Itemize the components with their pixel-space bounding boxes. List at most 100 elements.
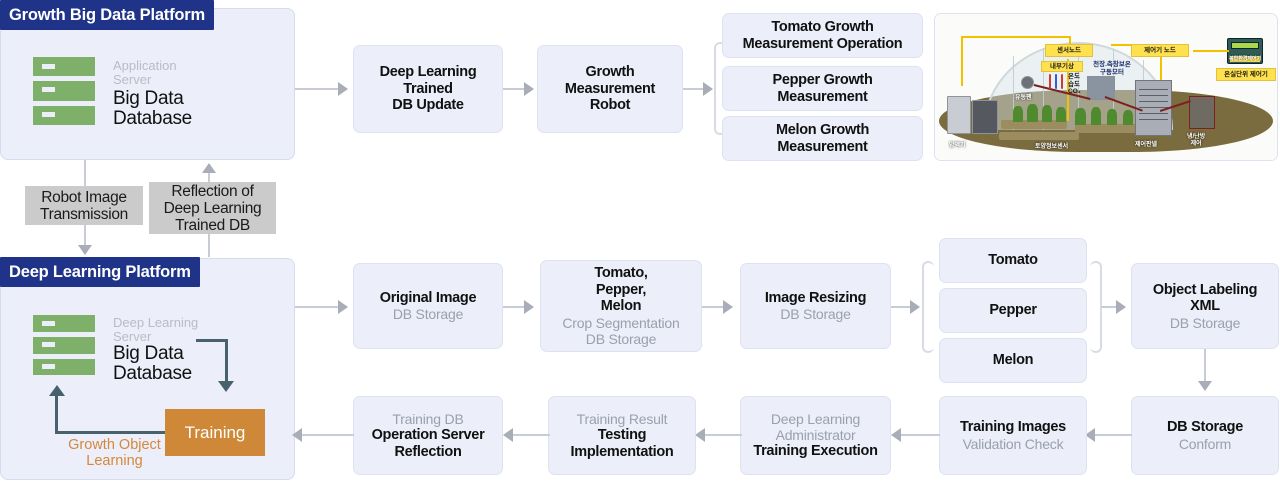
box-melon-growth-measurement[interactable]: Melon Growth Measurement: [722, 116, 923, 161]
application-server-label: Application Server: [113, 58, 177, 87]
line-testing-to-operation-server: [510, 434, 550, 436]
arrow-labeling-to-db-storage: [1198, 381, 1212, 391]
label-nutrient-machine: 양액기: [949, 143, 966, 149]
box-crop-tomato[interactable]: Tomato: [939, 238, 1087, 283]
arrow-db-storage-to-training-images: [1085, 428, 1095, 442]
box-title: Operation Server Reflection: [371, 427, 485, 460]
arrow-robot-to-measurements: [703, 82, 713, 96]
line-crops-to-labeling: [1101, 306, 1119, 308]
box-training-execution[interactable]: Deep Learning Administrator Training Exe…: [740, 396, 891, 475]
box-title: Image Resizing: [764, 289, 867, 306]
tag-sensor-node: 센서노드: [1045, 44, 1093, 57]
application-server-title: Big Data Database: [113, 88, 192, 129]
training-box[interactable]: Training: [165, 409, 265, 456]
deep-learning-server-label: Deep Learning Server: [113, 315, 199, 344]
label-robot-image-transmission: Robot Image Transmission: [25, 186, 143, 225]
arrow-segmentation-to-resizing: [723, 300, 733, 314]
tag-ceiling-motor: 천장.측창보온 구동모터: [1093, 61, 1131, 76]
box-subtitle: DB Storage: [1169, 314, 1241, 331]
arrow-reflection-trained-db: [202, 163, 216, 173]
box-title: Pepper Growth Measurement: [772, 72, 873, 105]
box-title: DB Storage: [1167, 419, 1243, 436]
box-title: Tomato Growth Measurement Operation: [742, 19, 903, 52]
arrow-testing-to-operation-server: [503, 428, 513, 442]
line-robot-to-measurements: [683, 88, 708, 90]
line-labeling-to-db-storage: [1204, 349, 1206, 383]
box-db-storage-conform[interactable]: DB Storage Conform: [1131, 396, 1279, 475]
server-icon-deep-learning: [30, 315, 98, 375]
tag-internal-weather: 내부기상: [1041, 61, 1083, 72]
box-object-labeling-xml[interactable]: Object Labeling XML DB Storage: [1131, 263, 1279, 349]
line-dl-update-to-robot: [503, 88, 528, 90]
line-panel-to-dl-update: [295, 88, 341, 90]
box-title: Training Images: [960, 419, 1066, 436]
arrow-crops-to-labeling: [1116, 300, 1126, 314]
label-soil-sensor: 토양정보센서: [1035, 144, 1069, 150]
tag-controller-node: 제어기 노드: [1131, 44, 1189, 57]
loop-arrow-into-server: [49, 385, 65, 396]
box-crop-segmentation[interactable]: Tomato, Pepper, Melon Crop Segmentation …: [540, 260, 702, 352]
loop-line-db-down: [225, 339, 228, 383]
box-subtitle: DB Storage: [392, 306, 464, 323]
box-growth-measurement-robot[interactable]: Growth Measurement Robot: [537, 45, 683, 133]
loop-line-db-top: [196, 339, 228, 342]
box-title: Tomato: [988, 252, 1038, 269]
line-resizing-to-crops: [891, 306, 913, 308]
line-panel-to-original-image: [295, 306, 341, 308]
box-tomato-growth-measurement[interactable]: Tomato Growth Measurement Operation: [722, 13, 923, 58]
box-crop-melon[interactable]: Melon: [939, 338, 1087, 383]
arrow-panel-to-dl-update: [338, 82, 348, 96]
box-deep-learning-trained-db-update[interactable]: Deep Learning Trained DB Update: [353, 45, 503, 133]
box-crop-pepper[interactable]: Pepper: [939, 288, 1087, 333]
loop-arrow-into-training: [218, 381, 234, 392]
box-image-resizing[interactable]: Image Resizing DB Storage: [740, 263, 891, 349]
box-testing-implementation[interactable]: Training Result Testing Implementation: [548, 396, 696, 475]
greenhouse-illustration: 복합환경제어기 센서노드 제어기 노드 온실단위 제어기 내부기상 천장.측창보…: [934, 13, 1278, 161]
arrow-dl-update-to-robot: [524, 82, 534, 96]
box-subtitle: DB Storage: [780, 306, 851, 323]
deep-learning-server-title: Big Data Database: [113, 343, 192, 384]
arrow-operation-server-to-panel: [292, 428, 302, 442]
box-subtitle: Conform: [1178, 435, 1232, 452]
arrow-resizing-to-crops: [910, 300, 920, 314]
box-operation-server-reflection[interactable]: Training DB Operation Server Reflection: [353, 396, 503, 475]
arrow-training-images-to-execution: [891, 428, 901, 442]
line-original-to-segmentation: [503, 306, 528, 308]
box-title: Deep Learning Trained DB Update: [379, 64, 477, 114]
line-operation-server-to-panel: [302, 434, 354, 436]
line-training-images-to-execution: [898, 434, 940, 436]
controller-caption: 복합환경제어기: [1229, 56, 1262, 62]
loop-line-training-left: [55, 431, 167, 434]
box-subtitle: Crop Segmentation DB Storage: [562, 314, 680, 347]
loop-line-up-to-server: [55, 394, 58, 434]
box-title: Growth Measurement Robot: [564, 64, 656, 114]
line-db-storage-to-training-images: [1092, 434, 1132, 436]
box-title: Testing Implementation: [570, 427, 674, 460]
label-reflection-trained-db: Reflection of Deep Learning Trained DB: [149, 182, 276, 234]
label-cooling-heating: 냉/난방 제어: [1187, 134, 1206, 147]
panel-title-growth-big-data: Growth Big Data Platform: [0, 0, 214, 30]
box-title: Pepper: [989, 302, 1037, 319]
bracket-measurements: [714, 42, 726, 135]
bracket-crops-left: [922, 261, 934, 353]
box-pepper-growth-measurement[interactable]: Pepper Growth Measurement: [722, 66, 923, 111]
tag-greenhouse-unit-controller: 온실단위 제어기: [1216, 68, 1276, 81]
sensor-readings: 온도 습도 CO₂: [1068, 73, 1081, 95]
arrow-execution-to-testing: [695, 428, 705, 442]
box-training-images[interactable]: Training Images Validation Check: [939, 396, 1087, 475]
box-subtitle: Validation Check: [962, 435, 1064, 452]
box-subtitle: Deep Learning Administrator: [770, 411, 861, 444]
box-original-image[interactable]: Original Image DB Storage: [353, 263, 503, 349]
box-title: Melon Growth Measurement: [775, 122, 870, 155]
box-title: Tomato, Pepper, Melon: [594, 265, 648, 315]
label-control-panel: 제어판넬: [1135, 142, 1158, 148]
box-title: Object Labeling XML: [1152, 281, 1258, 315]
box-title: Training Execution: [753, 443, 878, 460]
box-title: Original Image: [379, 289, 477, 306]
box-subtitle: Training DB: [392, 411, 464, 427]
panel-title-deep-learning: Deep Learning Platform: [0, 257, 200, 287]
arrow-original-to-segmentation: [524, 300, 534, 314]
line-execution-to-testing: [702, 434, 742, 436]
box-subtitle: Training Result: [576, 411, 668, 427]
